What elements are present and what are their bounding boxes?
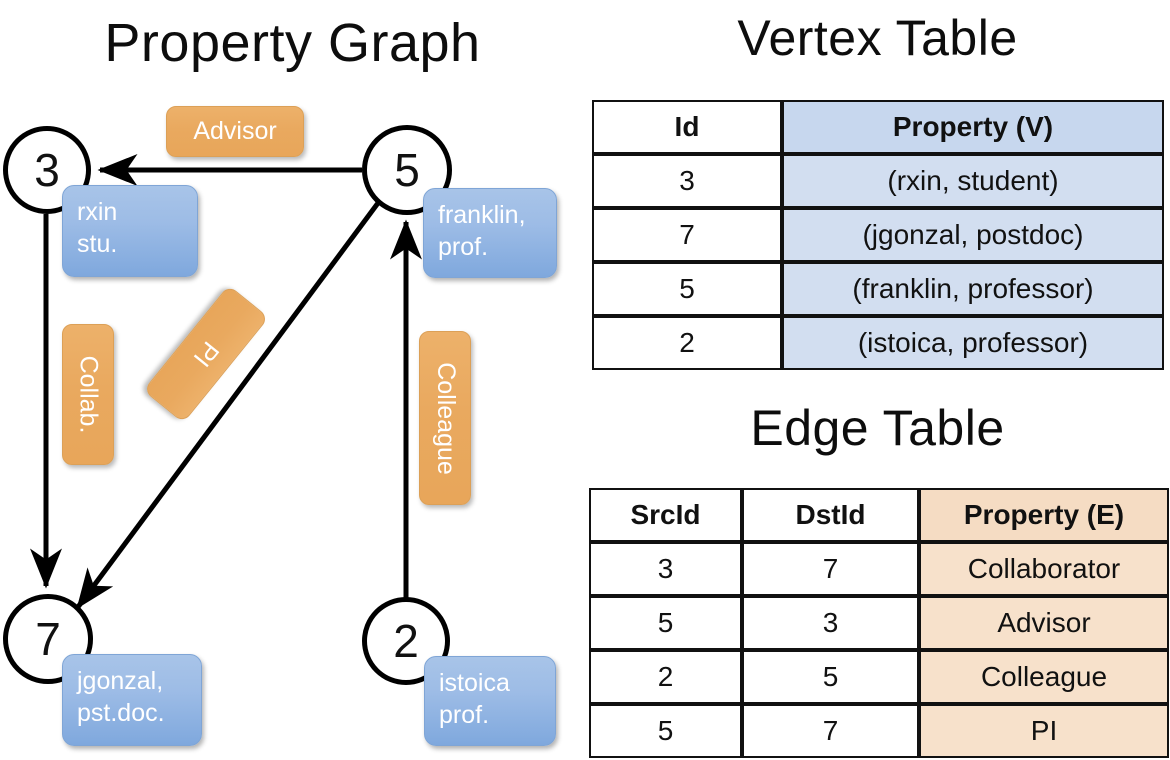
page-title-vertex-table: Vertex Table	[737, 10, 1018, 66]
edge-label-pi-text: PI	[188, 336, 225, 373]
edge-row-3-src: 5	[589, 704, 742, 758]
graph-node-2-id: 2	[393, 615, 419, 667]
edge-row-1-src: 5	[589, 596, 742, 650]
graph-node-2[interactable]: 2	[362, 597, 450, 685]
vertex-property-box-franklin[interactable]: franklin, prof.	[423, 188, 557, 278]
edge-label-advisor-text: Advisor	[193, 117, 277, 145]
edge-5-to-7	[75, 201, 381, 610]
edge-label-advisor[interactable]: Advisor	[166, 106, 304, 157]
edge-row-0-property: Collaborator	[919, 542, 1169, 596]
edge-row-1-dst: 3	[742, 596, 919, 650]
vertex-property-box-jgonzal[interactable]: jgonzal, pst.doc.	[62, 654, 202, 746]
edge-row-0-src: 3	[589, 542, 742, 596]
edge-label-collab[interactable]: Collab.	[62, 324, 114, 465]
vertex-row-2-id: 5	[592, 262, 782, 316]
edge-table: SrcId DstId Property (E) 3 7 Collaborato…	[589, 488, 1169, 758]
graph-node-7-id: 7	[35, 613, 61, 665]
vertex-row-0-id: 3	[592, 154, 782, 208]
edge-table-col-srcid: SrcId	[589, 488, 742, 542]
vertex-table-col-id: Id	[592, 100, 782, 154]
vertex-property-box-istoica-line2: prof.	[439, 701, 490, 729]
vertex-property-box-istoica[interactable]: istoica prof.	[424, 656, 556, 746]
edge-table-col-dstid: DstId	[742, 488, 919, 542]
vertex-table-header-row: Id Property (V)	[592, 100, 1164, 154]
vertex-property-box-franklin-line2: prof.	[438, 233, 489, 261]
vertex-property-box-rxin[interactable]: rxin stu.	[62, 185, 198, 277]
table-row[interactable]: 7 (jgonzal, postdoc)	[592, 208, 1164, 262]
table-row[interactable]: 5 (franklin, professor)	[592, 262, 1164, 316]
edge-row-0-dst: 7	[742, 542, 919, 596]
vertex-property-box-rxin-line2: stu.	[77, 230, 118, 258]
table-row[interactable]: 5 7 PI	[589, 704, 1169, 758]
table-row[interactable]: 2 (istoica, professor)	[592, 316, 1164, 370]
vertex-table-col-property: Property (V)	[782, 100, 1164, 154]
table-row[interactable]: 2 5 Colleague	[589, 650, 1169, 704]
vertex-row-3-id: 2	[592, 316, 782, 370]
property-graph-diagram: 3 5 7 2 rxin stu. franklin, prof. jgonza…	[3, 106, 557, 746]
page-title-property-graph: Property Graph	[104, 13, 481, 73]
edge-row-2-src: 2	[589, 650, 742, 704]
vertex-property-box-istoica-line1: istoica	[439, 669, 510, 697]
vertex-row-1-id: 7	[592, 208, 782, 262]
table-row[interactable]: 5 3 Advisor	[589, 596, 1169, 650]
edge-row-1-property: Advisor	[919, 596, 1169, 650]
edge-row-3-dst: 7	[742, 704, 919, 758]
vertex-row-0-property: (rxin, student)	[782, 154, 1164, 208]
vertex-property-box-rxin-line1: rxin	[77, 198, 118, 226]
vertex-property-box-jgonzal-line1: jgonzal,	[77, 667, 164, 695]
edge-row-2-dst: 5	[742, 650, 919, 704]
vertex-property-box-franklin-line1: franklin,	[438, 201, 526, 229]
edge-row-3-property: PI	[919, 704, 1169, 758]
vertex-property-box-jgonzal-line2: pst.doc.	[77, 699, 165, 727]
graph-node-5-id: 5	[394, 144, 420, 196]
vertex-table: Id Property (V) 3 (rxin, student) 7 (jgo…	[592, 100, 1164, 370]
table-row[interactable]: 3 (rxin, student)	[592, 154, 1164, 208]
edge-label-colleague[interactable]: Colleague	[419, 331, 471, 505]
vertex-row-2-property: (franklin, professor)	[782, 262, 1164, 316]
graph-edge-arrows	[30, 154, 422, 610]
edge-table-col-property: Property (E)	[919, 488, 1169, 542]
edge-label-collab-text: Collab.	[74, 355, 103, 434]
vertex-row-1-property: (jgonzal, postdoc)	[782, 208, 1164, 262]
vertex-row-3-property: (istoica, professor)	[782, 316, 1164, 370]
edge-row-2-property: Colleague	[919, 650, 1169, 704]
table-row[interactable]: 3 7 Collaborator	[589, 542, 1169, 596]
page-title-edge-table: Edge Table	[750, 400, 1005, 456]
edge-label-colleague-text: Colleague	[431, 361, 460, 475]
edge-table-header-row: SrcId DstId Property (E)	[589, 488, 1169, 542]
graph-node-5[interactable]: 5	[362, 125, 452, 215]
graph-node-3-id: 3	[34, 144, 60, 196]
